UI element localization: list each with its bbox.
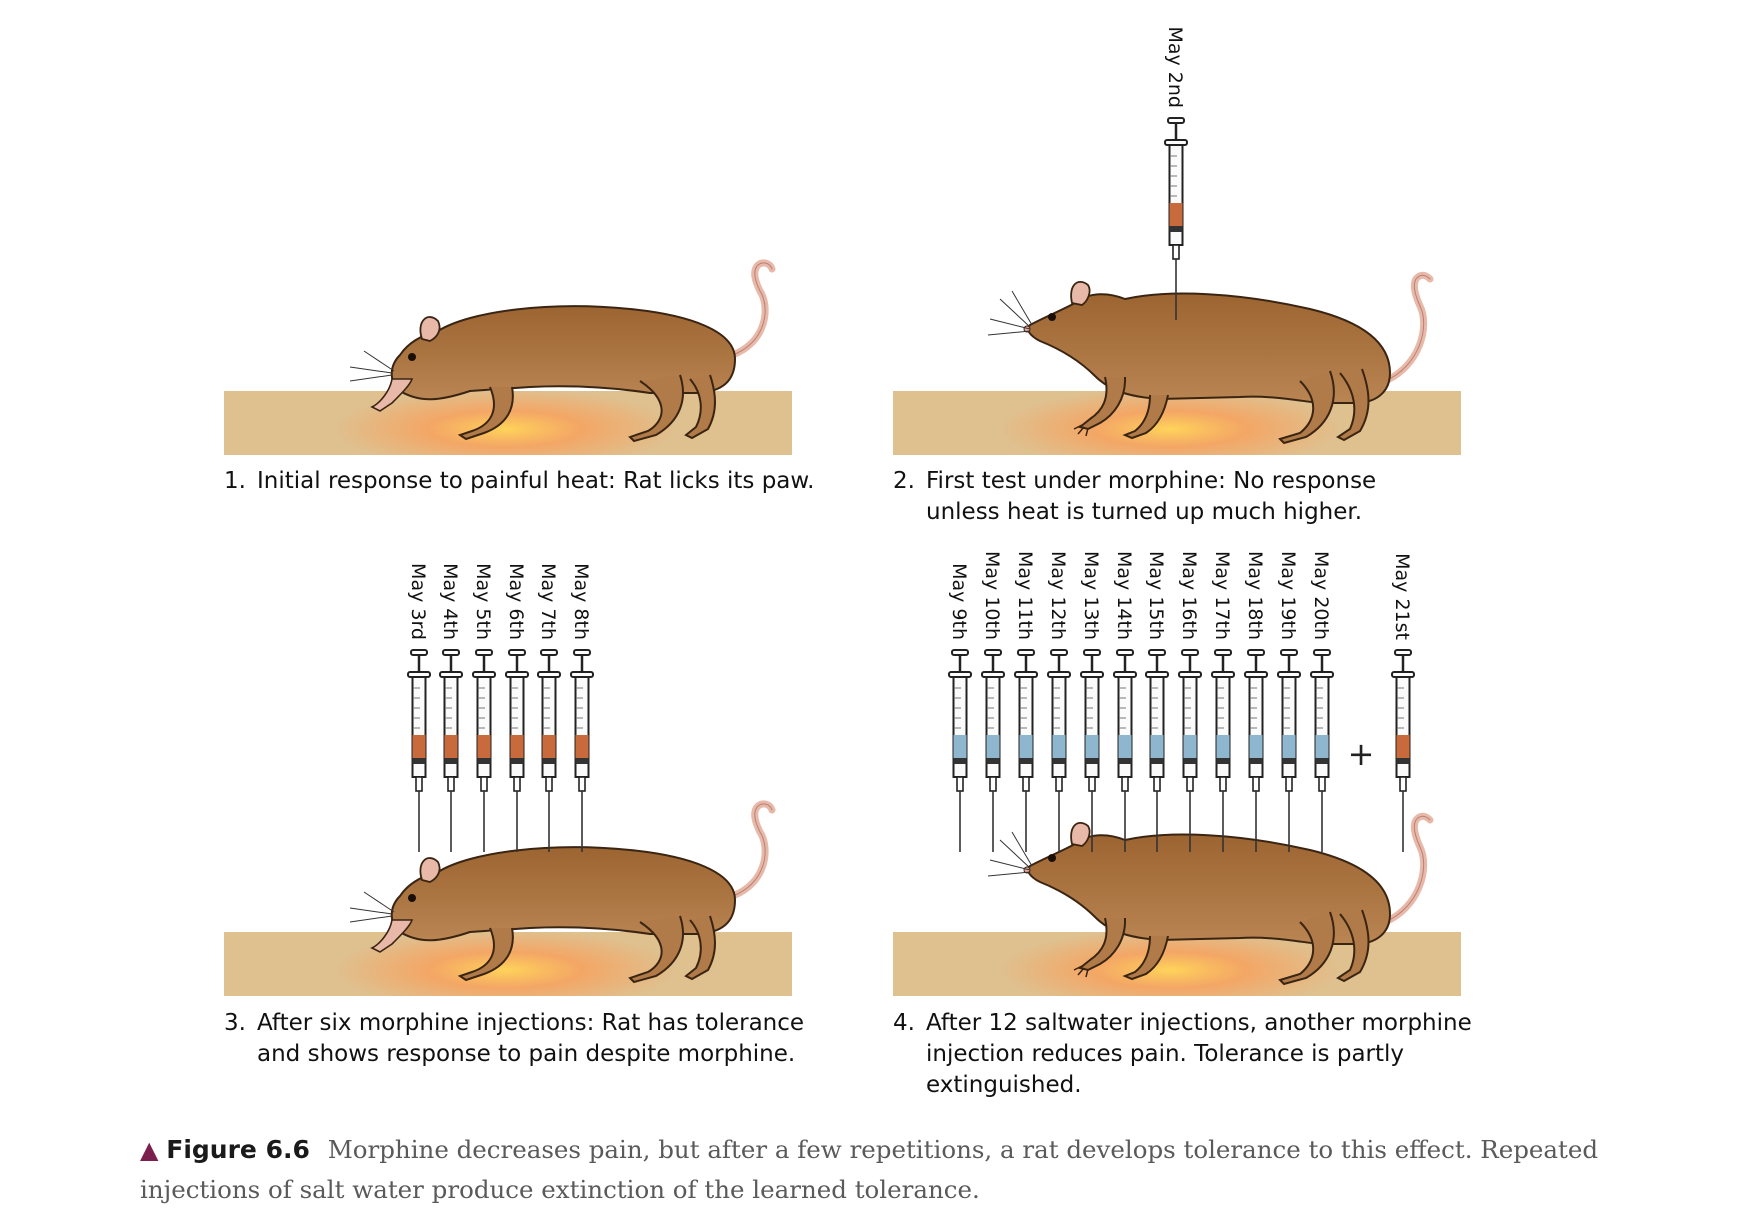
panel-4: May 9th May 10th May 11th May 12th May 13th M… (893, 551, 1461, 996)
injection-date-label: May 19th (1277, 551, 1299, 640)
morphine-fluid (444, 735, 458, 758)
saltwater-fluid (1118, 735, 1132, 758)
saltwater-syringe (1309, 648, 1335, 854)
saltwater-syringe (1013, 648, 1039, 854)
saltwater-syringe (947, 648, 973, 854)
heat-glow (335, 932, 675, 996)
morphine-fluid (477, 735, 491, 758)
saltwater-fluid (1315, 735, 1329, 758)
saltwater-fluid (1019, 735, 1033, 758)
saltwater-fluid (1150, 735, 1164, 758)
morphine-syringe (536, 648, 562, 854)
panel-2-number: 2. (893, 468, 915, 494)
saltwater-fluid (1085, 735, 1099, 758)
saltwater-fluid (1052, 735, 1066, 758)
panel-2-caption-line: First test under morphine: No response (926, 468, 1377, 494)
panel-4-number: 4. (893, 1010, 915, 1036)
injection-date-label: May 4th (439, 563, 461, 640)
injection-date-label: May 16th (1178, 551, 1200, 640)
saltwater-fluid (986, 735, 1000, 758)
saltwater-fluid (1216, 735, 1230, 758)
saltwater-syringe (980, 648, 1006, 854)
panel-1 (224, 263, 792, 455)
injection-date-label: May 6th (505, 563, 527, 640)
saltwater-syringe (1079, 648, 1105, 854)
morphine-syringe (438, 648, 464, 854)
saltwater-syringe (1177, 648, 1203, 854)
morphine-fluid (1169, 203, 1183, 226)
injection-date-label: May 11th (1014, 551, 1036, 640)
panel-1-caption: 1. Initial response to painful heat: Rat… (224, 466, 824, 500)
saltwater-syringe (1210, 648, 1236, 854)
injection-date-label: May 17th (1211, 551, 1233, 640)
figure-caption: ▲ Figure 6.6 Morphine decreases pain, bu… (140, 1130, 1640, 1209)
saltwater-syringe (1112, 648, 1138, 854)
panel-4-caption-line: extinguished. (926, 1072, 1082, 1098)
injection-date-label: May 10th (981, 551, 1003, 640)
morphine-syringe (1390, 648, 1416, 854)
saltwater-fluid (1282, 735, 1296, 758)
morphine-fluid (510, 735, 524, 758)
injection-date-label: May 20th (1310, 551, 1332, 640)
figure-label: Figure 6.6 (166, 1135, 310, 1164)
injection-date-label: May 21st (1391, 553, 1413, 640)
saltwater-syringe (1243, 648, 1269, 854)
saltwater-syringe (1276, 648, 1302, 854)
injection-date-label: May 15th (1145, 551, 1167, 640)
heat-glow (1000, 391, 1340, 455)
saltwater-fluid (1249, 735, 1263, 758)
morphine-fluid (542, 735, 556, 758)
panel-1-number: 1. (224, 468, 246, 494)
morphine-fluid (575, 735, 589, 758)
panel-1-caption-line: Initial response to painful heat: Rat li… (257, 468, 815, 494)
saltwater-fluid (953, 735, 967, 758)
morphine-fluid (1396, 735, 1410, 758)
injection-date-label: May 2nd (1164, 26, 1186, 108)
panel-2-caption: 2. First test under morphine: No respons… (893, 466, 1493, 530)
injection-date-label: May 3rd (407, 563, 429, 640)
panel-3-caption: 3. After six morphine injections: Rat ha… (224, 1008, 844, 1072)
panel-4-caption-line: injection reduces pain. Tolerance is par… (926, 1041, 1405, 1067)
morphine-fluid (412, 735, 426, 758)
saltwater-syringe (1046, 648, 1072, 854)
injection-date-label: May 18th (1244, 551, 1266, 640)
panel-4-caption-line: After 12 saltwater injections, another m… (926, 1010, 1472, 1036)
injection-date-label: May 8th (570, 563, 592, 640)
morphine-syringe (504, 648, 530, 854)
panel-3-caption-line: After six morphine injections: Rat has t… (257, 1010, 805, 1036)
saltwater-fluid (1183, 735, 1197, 758)
injection-date-label: May 13th (1080, 551, 1102, 640)
morphine-syringe (406, 648, 432, 854)
panel-3: May 3rd May 4th May 5th May 6th May 7th May 8… (224, 563, 792, 996)
injection-date-label: May 12th (1047, 551, 1069, 640)
heat-glow (335, 391, 675, 455)
injection-date-label: May 9th (948, 563, 970, 640)
morphine-syringe (569, 648, 595, 854)
injection-date-label: May 7th (537, 563, 559, 640)
panel-3-caption-line: and shows response to pain despite morph… (257, 1041, 796, 1067)
panel-4-caption: 4. After 12 saltwater injections, anothe… (893, 1008, 1533, 1104)
figure-caption-text: Morphine decreases pain, but after a few… (140, 1135, 1599, 1204)
morphine-syringe (471, 648, 497, 854)
injection-date-label: May 14th (1113, 551, 1135, 640)
panel-2-caption-line: unless heat is turned up much higher. (926, 499, 1363, 525)
panel-2: May 2nd (893, 26, 1461, 455)
morphine-syringe (1163, 116, 1189, 322)
injection-date-label: May 5th (472, 563, 494, 640)
plus-sign: + (1348, 735, 1375, 773)
saltwater-syringe (1144, 648, 1170, 854)
heat-glow (1000, 932, 1340, 996)
panel-3-number: 3. (224, 1010, 246, 1036)
caption-triangle-icon: ▲ (140, 1136, 159, 1164)
